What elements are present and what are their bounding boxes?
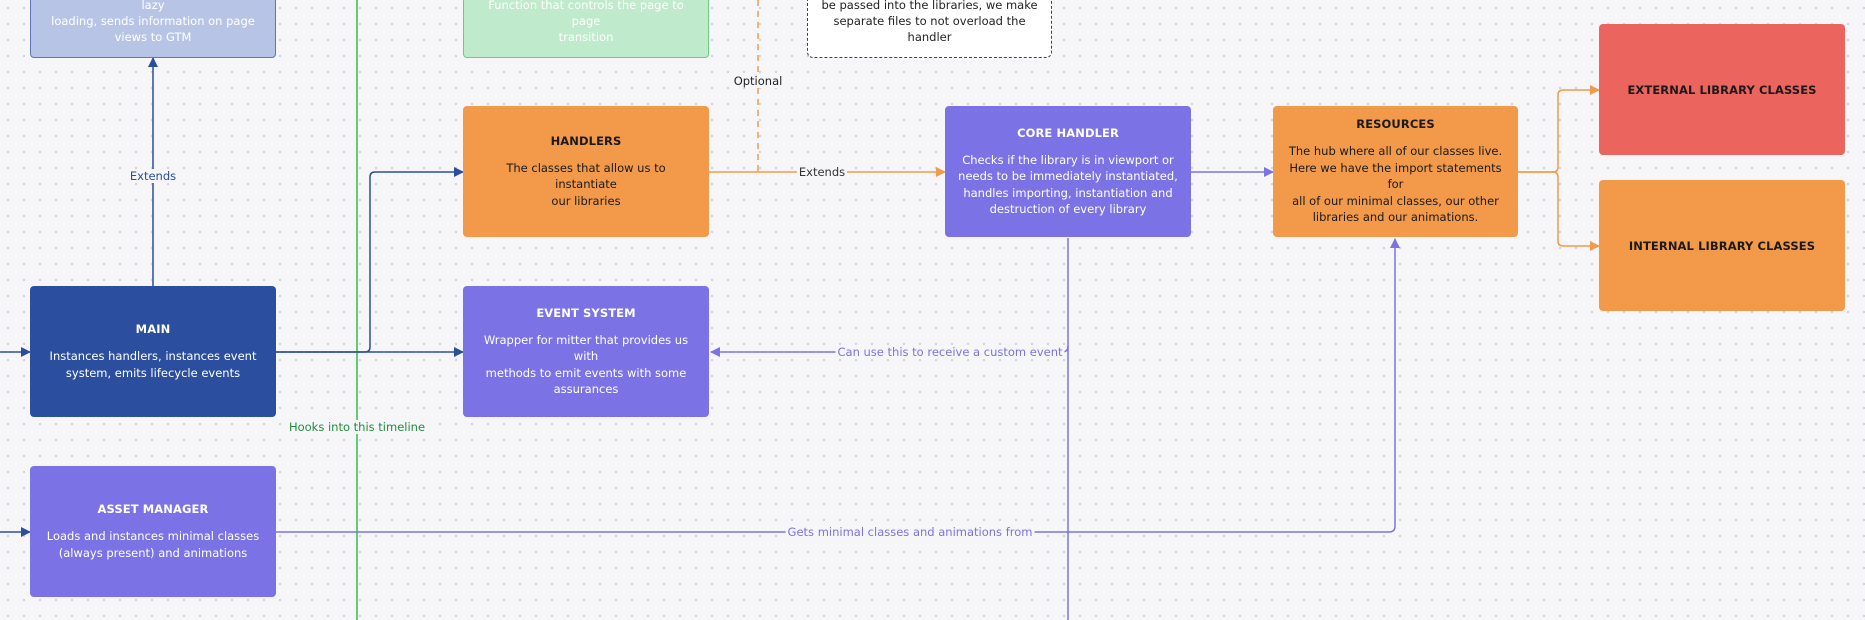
internal-library-node[interactable]: INTERNAL LIBRARY CLASSES bbox=[1599, 180, 1845, 311]
edge-label-custom-event: Can use this to receive a custom event bbox=[835, 345, 1065, 359]
handlers-title: HANDLERS bbox=[550, 133, 622, 148]
edge-main-to-handlers[interactable] bbox=[276, 167, 464, 353]
external-library-node[interactable]: EXTERNAL LIBRARY CLASSES bbox=[1599, 24, 1845, 155]
resources-node[interactable]: RESOURCES The hub where all of our class… bbox=[1273, 106, 1518, 237]
asset-manager-node[interactable]: ASSET MANAGER Loads and instances minima… bbox=[30, 466, 276, 597]
core-handler-title: CORE HANDLER bbox=[1017, 125, 1119, 140]
core-handler-desc: Checks if the library is in viewport or … bbox=[958, 152, 1178, 217]
note-desc: be passed into the libraries, we make se… bbox=[821, 0, 1038, 44]
main-title: MAIN bbox=[135, 322, 171, 336]
edge-label-extends-right: Extends bbox=[796, 165, 848, 179]
main-node[interactable]: MAIN Instances handlers, instances event… bbox=[30, 286, 276, 417]
edge-resources-to-internal[interactable] bbox=[1518, 171, 1600, 251]
lifecycle-desc: its lifecycle hooks, instances image laz… bbox=[51, 0, 255, 44]
note-node[interactable]: be passed into the libraries, we make se… bbox=[807, 0, 1052, 58]
edge-resources-to-external[interactable] bbox=[1518, 85, 1600, 173]
event-system-node[interactable]: EVENT SYSTEM Wrapper for mitter that pro… bbox=[463, 286, 709, 417]
transition-desc: Function that controls the page to page … bbox=[488, 0, 684, 44]
asset-manager-desc: Loads and instances minimal classes (alw… bbox=[46, 529, 260, 560]
timeline-label: Hooks into this timeline bbox=[286, 420, 428, 434]
asset-manager-title: ASSET MANAGER bbox=[97, 502, 209, 516]
core-handler-node[interactable]: CORE HANDLER Checks if the library is in… bbox=[945, 106, 1191, 237]
lifecycle-node[interactable]: its lifecycle hooks, instances image laz… bbox=[30, 0, 276, 58]
handlers-desc: The classes that allow us to instantiate… bbox=[506, 160, 666, 208]
edge-asset-manager-to-resources[interactable] bbox=[276, 238, 1400, 533]
edge-label-optional: Optional bbox=[731, 74, 785, 88]
transition-node[interactable]: Function that controls the page to page … bbox=[463, 0, 709, 58]
resources-title: RESOURCES bbox=[1356, 117, 1435, 132]
main-desc: Instances handlers, instances event syst… bbox=[49, 349, 257, 380]
edge-label-extends-up: Extends bbox=[127, 169, 179, 183]
event-system-title: EVENT SYSTEM bbox=[536, 305, 636, 320]
internal-library-title: INTERNAL LIBRARY CLASSES bbox=[1628, 238, 1816, 253]
edge-label-minimal-classes: Gets minimal classes and animations from bbox=[785, 525, 1035, 539]
event-system-desc: Wrapper for mitter that provides us with… bbox=[483, 332, 689, 397]
handlers-node[interactable]: HANDLERS The classes that allow us to in… bbox=[463, 106, 709, 237]
external-library-title: EXTERNAL LIBRARY CLASSES bbox=[1627, 82, 1817, 97]
resources-desc: The hub where all of our classes live. H… bbox=[1288, 144, 1503, 225]
